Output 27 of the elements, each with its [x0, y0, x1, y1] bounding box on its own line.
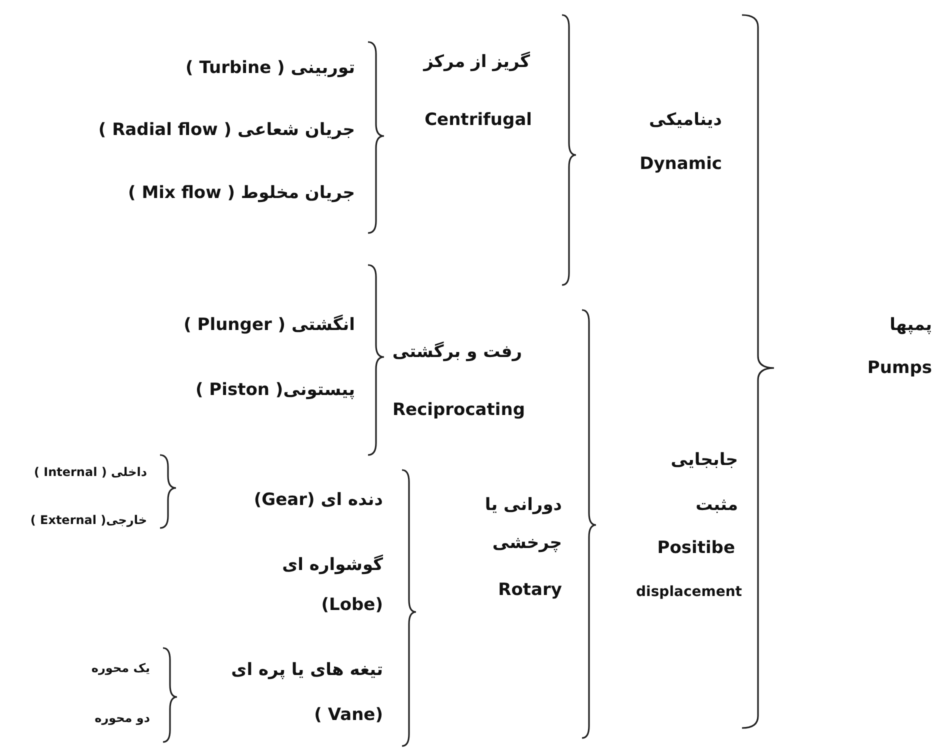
label-text: دورانی یا چرخشی — [484, 494, 562, 555]
label-text: خارجی( External ) — [30, 512, 147, 528]
label-text: Dynamic — [640, 154, 722, 174]
label-text: Pumps — [867, 358, 932, 378]
label-text: دنده ای (Gear) — [254, 490, 383, 510]
label-text: جریان مخلوط ( Mix flow ) — [128, 182, 355, 204]
label-text: پیستونی( Piston ) — [195, 380, 355, 400]
label-text: انگشتی ( Plunger ) — [184, 314, 355, 336]
label-text: displacement — [636, 584, 742, 600]
label-text: تیغه های یا پره ای — [231, 660, 383, 680]
label-text: پمپها — [890, 314, 932, 336]
label-text: توربینی ( Turbine ) — [186, 58, 355, 78]
label-text: دینامیکی — [649, 110, 722, 130]
label-text: یک محوره — [91, 660, 150, 676]
label-text: دو محوره — [94, 710, 150, 726]
label-text: جابجایی مثبت — [670, 449, 738, 517]
label-text: گوشواره ای — [282, 554, 383, 576]
label-text: Centrifugal — [424, 110, 532, 130]
label-text: Rotary — [498, 580, 562, 600]
label-text: جریان شعاعی ( Radial flow ) — [98, 120, 355, 140]
label-text: (Lobe) — [321, 594, 383, 616]
label-text: گریز از مرکز — [424, 52, 530, 72]
label-text: Reciprocating — [392, 400, 525, 420]
label-text: رفت و برگشتی — [392, 342, 522, 362]
label-text: Positibe — [657, 538, 735, 558]
label-text: داخلی ( Internal ) — [34, 464, 147, 480]
label-text: (Vane ) — [314, 704, 383, 726]
